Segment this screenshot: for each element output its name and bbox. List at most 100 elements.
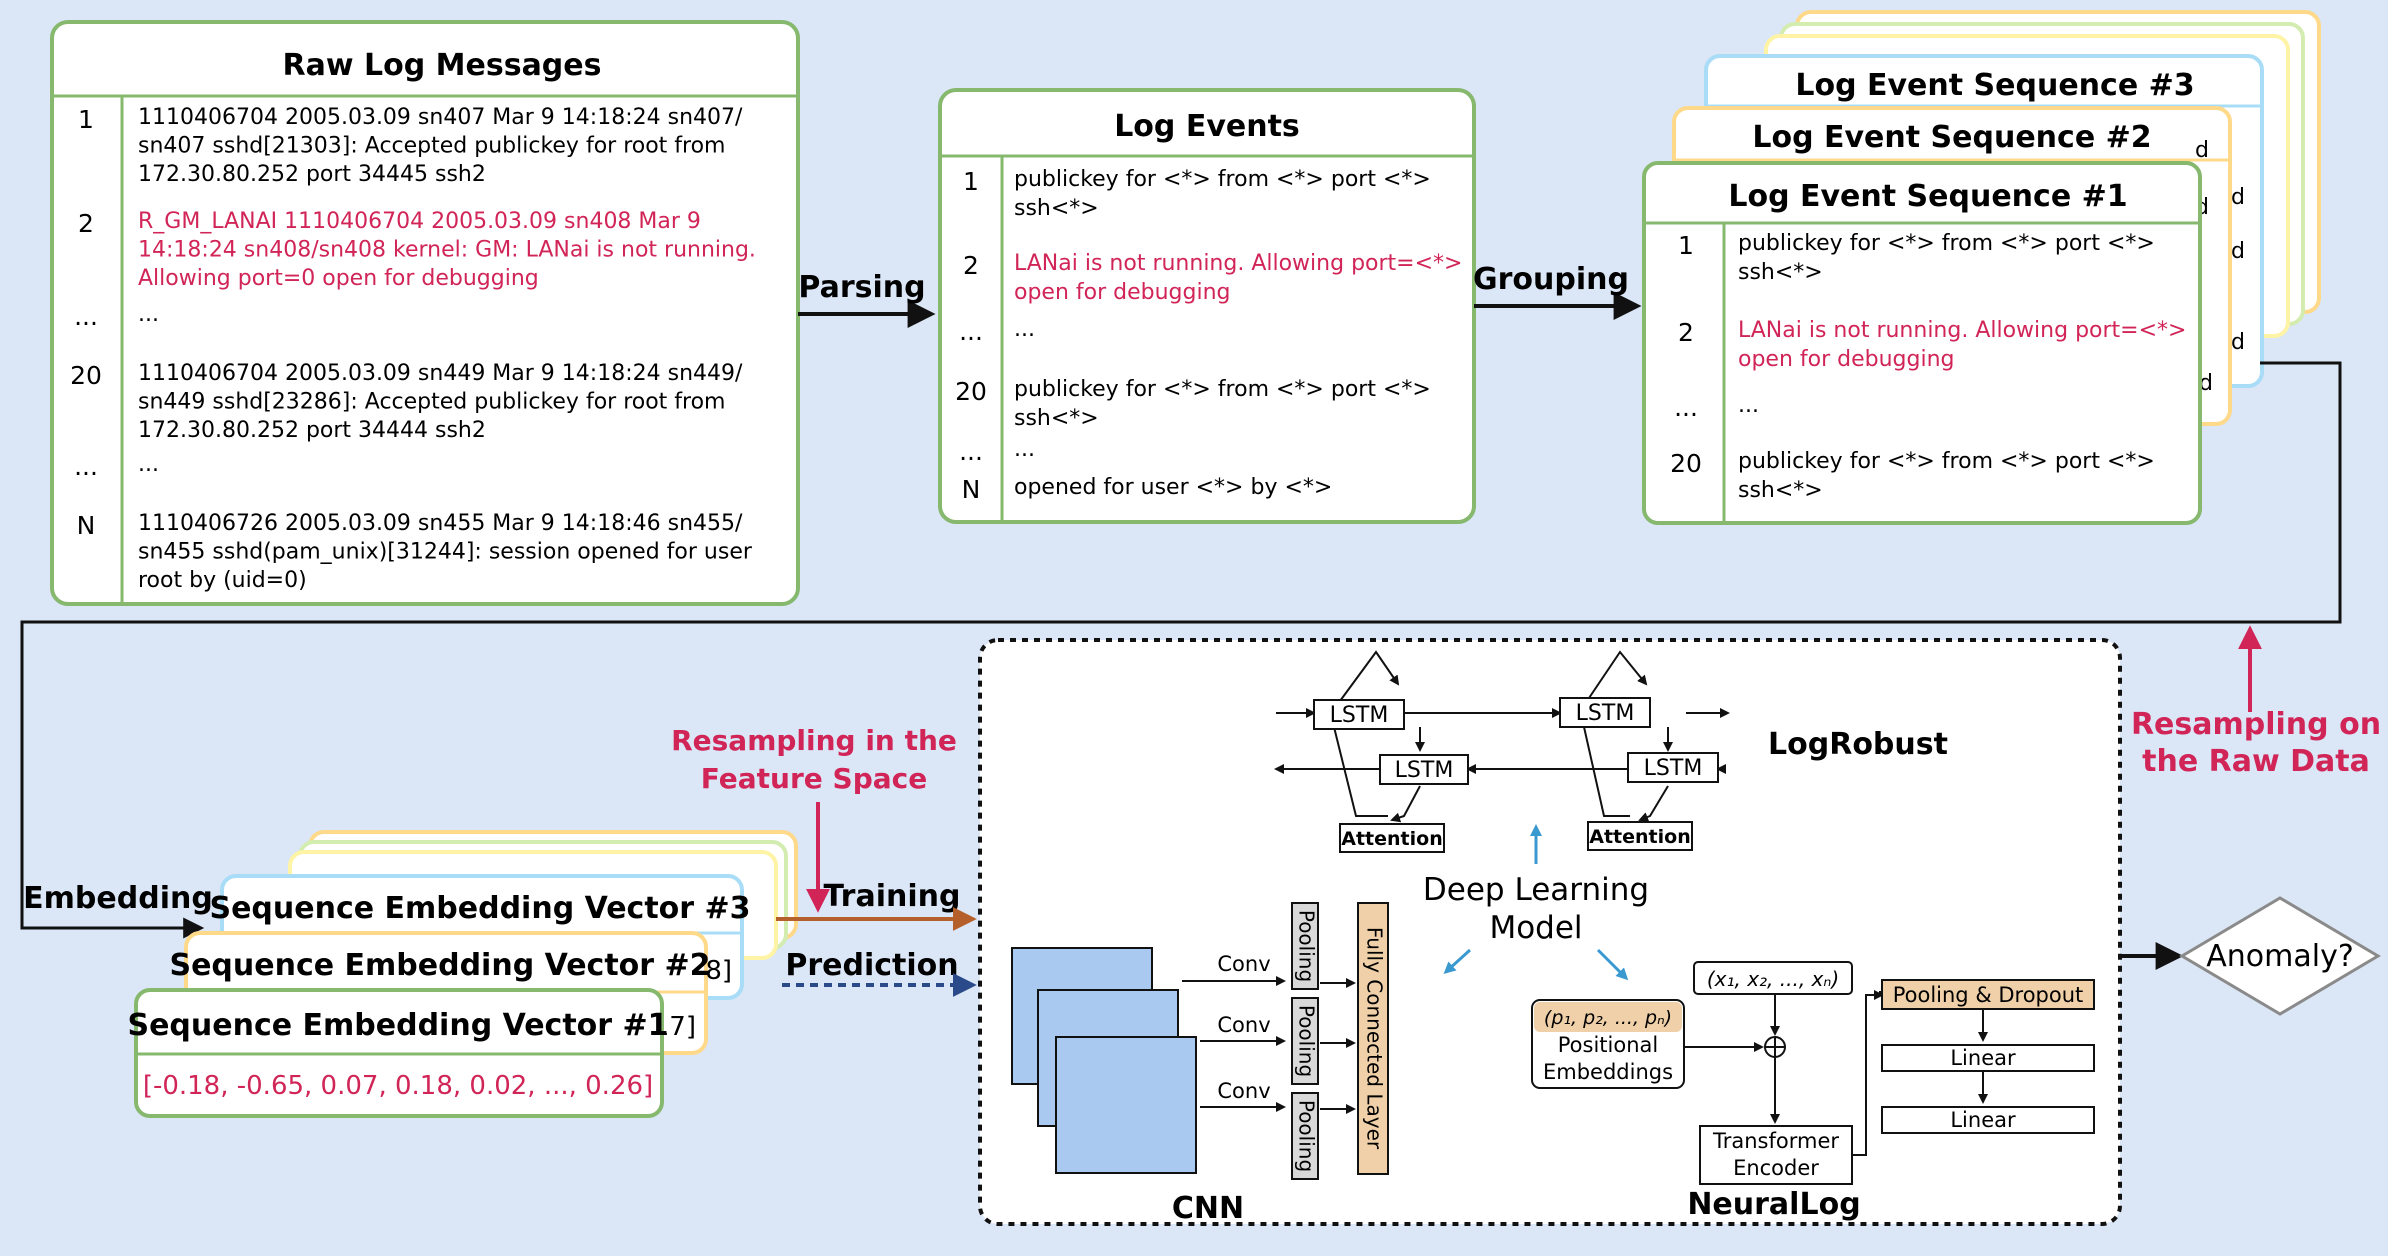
pooling-label: Pooling bbox=[1295, 1100, 1319, 1172]
row-text-line: ssh<*> bbox=[1738, 478, 1823, 503]
row-text-line: R_GM_LANAI 1110406704 2005.03.09 sn408 M… bbox=[138, 209, 701, 234]
sequence-peek-text: d bbox=[2231, 330, 2245, 355]
transformer-label-line-1: Transformer bbox=[1712, 1129, 1839, 1153]
row-text-line: 1110406726 2005.03.09 sn455 Mar 9 14:18:… bbox=[138, 511, 743, 536]
model-container bbox=[978, 638, 2122, 1226]
sequence-peek-text: d bbox=[2195, 138, 2209, 163]
row-text-line: root by (uid=0) bbox=[138, 568, 307, 593]
row-index: 1 bbox=[78, 105, 94, 134]
pooling-block-3: Pooling bbox=[1291, 1092, 1319, 1180]
prediction-label: Prediction bbox=[785, 948, 958, 983]
embedding-stack: Sequence Embedding Vector #3 Sequence Em… bbox=[127, 830, 798, 1118]
row-text-line: LANai is not running. Allowing port=<*> bbox=[1738, 318, 2186, 343]
row-index: N bbox=[77, 511, 96, 540]
grouping-label: Grouping bbox=[1473, 262, 1629, 297]
row-index: 20 bbox=[955, 377, 987, 406]
resample-raw-label-line-2: the Raw Data bbox=[2142, 744, 2370, 779]
embedding-peek-2: 8] bbox=[705, 956, 732, 986]
row-text-line: LANai is not running. Allowing port=<*> bbox=[1014, 251, 1462, 276]
lstm-label: LSTM bbox=[1395, 758, 1454, 783]
pooling-block-1: Pooling bbox=[1291, 902, 1319, 990]
cnn-title: CNN bbox=[1172, 1191, 1244, 1226]
row-text-line: publickey for <*> from <*> port <*> bbox=[1014, 167, 1431, 192]
pooling-dropout: Pooling & Dropout bbox=[1881, 979, 2095, 1010]
conv-label-2: Conv bbox=[1217, 1013, 1270, 1037]
lstm-label: LSTM bbox=[1576, 701, 1635, 726]
linear-label: Linear bbox=[1950, 1046, 2016, 1070]
row-text-line: opened for user <*> by <*> bbox=[1014, 475, 1332, 500]
attention-label: Attention bbox=[1341, 828, 1442, 850]
row-text-line: ... bbox=[1738, 393, 1759, 418]
row-index: ... bbox=[959, 437, 983, 466]
anomaly-label: Anomaly? bbox=[2206, 939, 2354, 974]
row-text-line: ssh<*> bbox=[1014, 196, 1099, 221]
row-index: 20 bbox=[1670, 449, 1702, 478]
row-index: ... bbox=[74, 452, 98, 481]
neurallog-model: (x₁, x₂, ..., xₙ) (p₁, p₂, ..., pₙ) Posi… bbox=[1531, 961, 2095, 1222]
row-text-line: 1110406704 2005.03.09 sn449 Mar 9 14:18:… bbox=[138, 361, 743, 386]
row-text-line: open for debugging bbox=[1738, 347, 1955, 372]
sequence-title-3: Log Event Sequence #3 bbox=[1795, 68, 2194, 103]
linear-label: Linear bbox=[1950, 1108, 2016, 1132]
anomaly-decision-diamond bbox=[2179, 896, 2381, 1016]
embedding-flow-line bbox=[20, 361, 2342, 939]
row-text-line: sn407 sshd[21303]: Accepted publickey fo… bbox=[138, 134, 726, 159]
row-index: ... bbox=[959, 317, 983, 346]
embedding-label: Embedding bbox=[23, 881, 213, 916]
log-events-title: Log Events bbox=[1114, 109, 1300, 144]
row-index: 2 bbox=[78, 209, 94, 238]
model-arrow-neurallog bbox=[1596, 948, 1629, 981]
row-text-line: ssh<*> bbox=[1738, 260, 1823, 285]
embedding-title-2: Sequence Embedding Vector #2 bbox=[169, 948, 710, 983]
row-text-line: 172.30.80.252 port 34444 ssh2 bbox=[138, 418, 486, 443]
lstm-backward-2: LSTM bbox=[1627, 752, 1719, 783]
logrobust-title: LogRobust bbox=[1768, 727, 1948, 762]
attention-label: Attention bbox=[1589, 826, 1690, 848]
row-text-line: sn455 sshd(pam_unix)[31244]: session ope… bbox=[138, 540, 753, 565]
row-text-line: 172.30.80.252 port 34445 ssh2 bbox=[138, 162, 486, 187]
transformer-label-line-2: Encoder bbox=[1733, 1156, 1819, 1180]
fully-connected-layer: Fully Connected Layer bbox=[1357, 902, 1389, 1175]
conv-label-3: Conv bbox=[1217, 1079, 1270, 1103]
linear-layer-2: Linear bbox=[1881, 1106, 2095, 1134]
linear-layer-1: Linear bbox=[1881, 1044, 2095, 1072]
pooling-label: Pooling bbox=[1295, 910, 1319, 982]
neurallog-input: (x₁, x₂, ..., xₙ) bbox=[1693, 961, 1853, 995]
transformer-encoder: Transformer Encoder bbox=[1699, 1125, 1853, 1185]
row-index: ... bbox=[1674, 393, 1698, 422]
resample-feature-label-line-2: Feature Space bbox=[701, 762, 927, 795]
row-index: N bbox=[962, 475, 981, 504]
lstm-forward-1: LSTM bbox=[1313, 699, 1405, 730]
fc-label: Fully Connected Layer bbox=[1363, 927, 1387, 1150]
log-events-panel: Log Events 1 publickey for <*> from <*> p… bbox=[938, 88, 1476, 524]
row-text-line: 14:18:24 sn408/sn408 kernel: GM: LANai i… bbox=[138, 238, 756, 263]
row-text-line: ... bbox=[138, 302, 159, 327]
positional-vars: (p₁, p₂, ..., pₙ) bbox=[1544, 1007, 1672, 1029]
model-center-label-line-2: Model bbox=[1489, 910, 1582, 946]
embedding-vector-values: [-0.18, -0.65, 0.07, 0.18, 0.02, ..., 0.… bbox=[143, 1071, 653, 1101]
resample-raw-label-line-1: Resampling on bbox=[2131, 707, 2381, 742]
row-index: 1 bbox=[963, 167, 979, 196]
resample-feature-label-line-1: Resampling in the bbox=[671, 724, 957, 757]
lstm-label: LSTM bbox=[1644, 756, 1703, 781]
row-text-line: sn449 sshd[23286]: Accepted publickey fo… bbox=[138, 390, 726, 415]
sequence-title-2: Log Event Sequence #2 bbox=[1752, 120, 2151, 155]
neurallog-title: NeuralLog bbox=[1687, 1187, 1860, 1222]
positional-label-line-2: Embeddings bbox=[1543, 1060, 1673, 1084]
row-text-line: ... bbox=[1014, 317, 1035, 342]
row-text-line: publickey for <*> from <*> port <*> bbox=[1738, 449, 2155, 474]
training-label: Training bbox=[824, 879, 961, 914]
embedding-title-1: Sequence Embedding Vector #1 bbox=[127, 1008, 668, 1043]
row-index: 20 bbox=[70, 361, 102, 390]
row-text-line: ssh<*> bbox=[1014, 406, 1099, 431]
pooling-dropout-label: Pooling & Dropout bbox=[1893, 983, 2084, 1007]
logrobust-model: LogRobust LSTM LSTM LSTM LSTM bbox=[1274, 650, 1948, 853]
row-index: ... bbox=[74, 302, 98, 331]
row-index: 1 bbox=[1678, 231, 1694, 260]
sequence-title-1: Log Event Sequence #1 bbox=[1728, 179, 2127, 214]
pooling-label: Pooling bbox=[1295, 1005, 1319, 1077]
embedding-card-1: Sequence Embedding Vector #1 [-0.18, -0.… bbox=[127, 988, 669, 1118]
parsing-label: Parsing bbox=[798, 270, 925, 305]
